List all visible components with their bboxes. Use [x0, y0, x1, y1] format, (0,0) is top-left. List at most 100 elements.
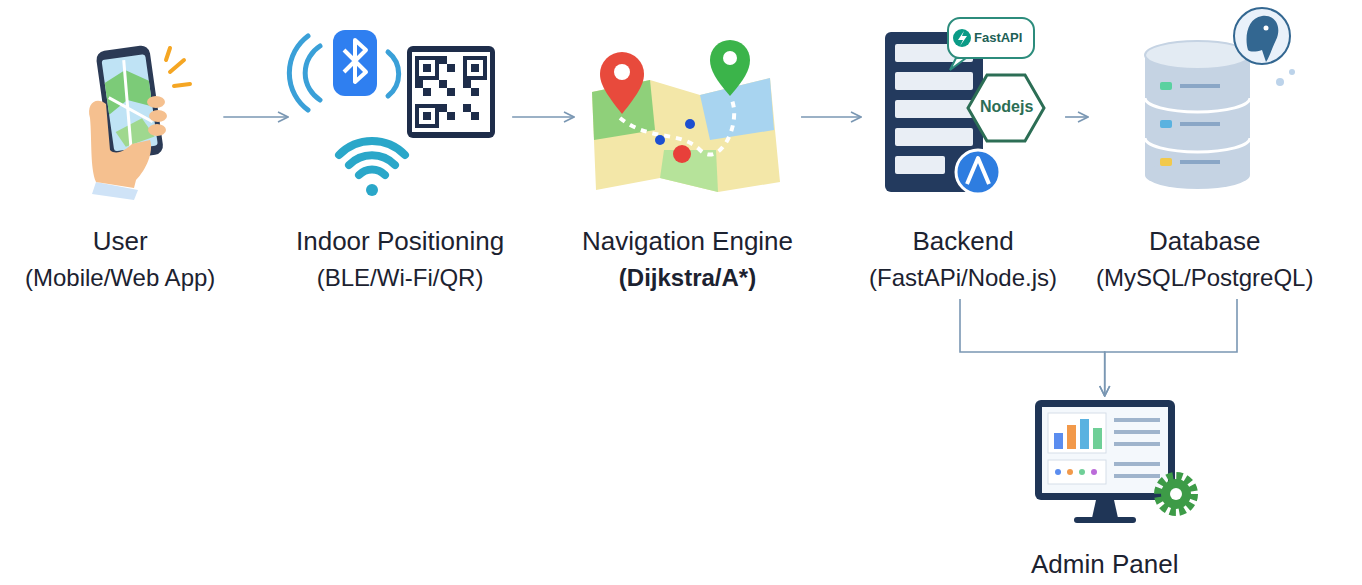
flow-arrow: [1105, 299, 1237, 396]
flow-arrow: [223, 116, 288, 118]
qr-modules-part: [471, 64, 479, 72]
qr-modules-part: [423, 112, 431, 120]
icon-space: [25, 40, 215, 225]
flow-arrow: [512, 116, 574, 118]
map-icon-part: [710, 40, 750, 96]
monitor-icon-part: [1158, 476, 1194, 512]
positioning-icon: [289, 30, 495, 196]
qr-modules-part: [463, 56, 487, 80]
server-icon-part: [968, 75, 1044, 141]
phone-hand-icon-part: [149, 110, 167, 122]
database-icon-part: [1160, 158, 1172, 166]
connectors: [223, 117, 1237, 396]
monitor-icon: [1035, 400, 1194, 523]
icon-space: [582, 40, 793, 225]
monitor-icon-part: [1048, 413, 1106, 453]
process-node: User(Mobile/Web App): [21, 40, 219, 293]
server-icon-part: [950, 58, 966, 70]
node-subtitle: (BLE/Wi-Fi/QR): [296, 263, 504, 293]
process-node: Database (MySQL/PostgreQL): [1092, 40, 1317, 293]
monitor-icon-part: [1161, 479, 1191, 509]
server-icon: [885, 18, 1044, 194]
qr-modules-part: [423, 88, 431, 96]
process-node: Admin Panel: [1027, 398, 1182, 585]
qr-modules-part: [439, 56, 447, 64]
process-node: Navigation Engine(Dijkstra/A*): [578, 40, 797, 293]
qr-modules-part: [423, 64, 431, 72]
phone-hand-icon-part: [89, 101, 151, 188]
database-icon-part: [1160, 82, 1172, 90]
positioning-icon-part: [412, 52, 490, 132]
qr-modules-part: [415, 80, 423, 88]
phone-hand-icon: [89, 45, 190, 200]
map-icon-part: [673, 145, 691, 163]
monitor-icon-part: [1067, 425, 1076, 449]
positioning-icon-part: [349, 155, 395, 165]
map-icon: [592, 40, 780, 192]
positioning-icon-part: [339, 141, 405, 155]
flow-arrow: [960, 299, 1105, 396]
monitor-icon-part: [1074, 517, 1136, 523]
monitor-icon-part: [1042, 407, 1168, 493]
database-icon-part: [1234, 8, 1290, 64]
server-icon-part: [948, 18, 1034, 58]
database-icon-part: [1289, 69, 1295, 75]
positioning-icon-part: [407, 46, 495, 138]
server-icon-part: [958, 31, 967, 46]
node-heading: Backend: [869, 225, 1057, 257]
node-subtitle: (FastAPi/Node.js): [869, 263, 1057, 293]
database-icon-part: [1247, 16, 1279, 62]
positioning-icon-part: [344, 40, 366, 82]
server-icon-part: [956, 150, 1000, 194]
logo-text: FastAPI: [974, 30, 1022, 45]
process-node: Indoor Positioning(BLE/Wi-Fi/QR): [292, 40, 508, 293]
monitor-icon-part: [1114, 462, 1160, 466]
monitor-icon-part: [1079, 469, 1085, 475]
qr-modules-part: [471, 88, 479, 96]
node-subtitle: (MySQL/PostgreQL): [1096, 263, 1313, 293]
database-icon-part: [1264, 26, 1269, 31]
server-icon-part: [895, 72, 973, 90]
monitor-icon-part: [1093, 428, 1102, 449]
server-icon-part: [953, 29, 971, 47]
database-icon: [1145, 8, 1295, 189]
qr-modules-part: [415, 104, 439, 128]
database-icon-part: [1276, 78, 1284, 86]
positioning-icon-part: [388, 52, 399, 96]
node-heading: Navigation Engine: [582, 225, 793, 257]
positioning-icon-part: [289, 36, 308, 110]
monitor-icon-part: [1092, 500, 1118, 518]
monitor-icon-part: [1114, 442, 1160, 446]
phone-hand-icon-part: [147, 96, 165, 108]
database-icon-part: [1145, 98, 1250, 152]
database-icon-part: [1180, 122, 1220, 126]
qr-modules-part: [419, 60, 435, 76]
database-icon-part: [1180, 160, 1220, 164]
monitor-icon-part: [1055, 469, 1061, 475]
map-icon-part: [655, 135, 665, 145]
phone-hand-icon-part: [148, 124, 166, 136]
logo-text: Nodejs: [980, 98, 1033, 116]
positioning-icon-part: [366, 184, 378, 196]
flow-arrow: [801, 116, 861, 118]
node-heading: User: [25, 225, 215, 257]
icon-space: [296, 40, 504, 225]
node-heading: Database: [1096, 225, 1313, 257]
qr-modules-part: [463, 104, 471, 112]
map-icon-part: [685, 119, 695, 129]
monitor-icon-part: [1170, 488, 1182, 500]
qr-modules-part: [419, 108, 435, 124]
icon-space: [1031, 398, 1178, 548]
database-icon-part: [1180, 84, 1220, 88]
qr-modules-part: [439, 104, 447, 112]
map-icon-part: [723, 51, 737, 65]
qr-modules: [415, 56, 487, 128]
server-icon-part: [895, 128, 973, 146]
map-icon-part: [620, 96, 734, 155]
monitor-icon-part: [1067, 469, 1073, 475]
flow-arrow: [1065, 116, 1088, 118]
